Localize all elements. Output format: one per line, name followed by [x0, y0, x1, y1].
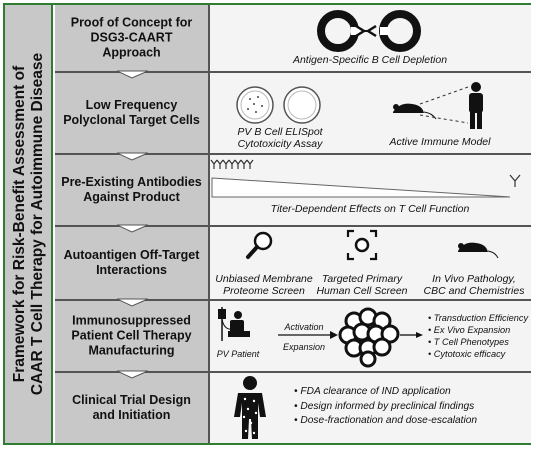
row-proof-of-concept: Proof of Concept for DSG3-CAART Approach…: [55, 5, 531, 71]
list-item: • FDA clearance of IND application: [294, 386, 451, 397]
separator: [55, 299, 531, 301]
list-item: • Design informed by preclinical finding…: [294, 400, 475, 412]
list-item: • Transduction Efficiency: [428, 313, 529, 323]
side-title-line-1: Framework for Risk-Benefit Assessment of: [11, 65, 28, 383]
caption-elispot: PV B Cell ELISpot: [237, 126, 323, 138]
caption-pv-patient: PV Patient: [216, 349, 260, 359]
side-title-line-2: CAAR T Cell Therapy for Autoimmune Disea…: [29, 52, 46, 396]
caption-cytotoxicity: Cytotoxicity Assay: [237, 138, 323, 150]
row-pre-existing-antibodies: Pre-Existing Antibodies Against Product …: [55, 155, 531, 225]
clinical-trial-list: • FDA clearance of IND application • Des…: [294, 385, 530, 429]
patient-figure-icon: [234, 376, 266, 439]
list-item: • Dose-fractionation and dose-escalation: [294, 415, 478, 426]
manufacturing-outcomes-list: • Transduction Efficiency • Ex Vivo Expa…: [428, 312, 532, 360]
t-cell-cluster-icon: [338, 307, 400, 368]
caption-in-vivo: In Vivo Pathology, CBC and Chemistries: [423, 273, 525, 297]
row-title: Autoantigen Off-Target Interactions: [63, 248, 200, 277]
side-title: Framework for Risk-Benefit Assessment of…: [11, 14, 47, 434]
row-off-target: Autoantigen Off-Target Interactions Unbi…: [55, 227, 531, 299]
patient-iv-icon: [218, 307, 250, 341]
separator: [55, 153, 531, 155]
row-title: Pre-Existing Antibodies Against Product: [61, 175, 202, 204]
process-arrows: [278, 331, 423, 339]
list-item: • Ex Vivo Expansion: [428, 325, 511, 335]
row-title: Clinical Trial Design and Initiation: [72, 393, 191, 422]
side-title-panel: [5, 5, 53, 443]
separator: [55, 71, 531, 73]
caption-titer-effects: Titer-Dependent Effects on T Cell Functi…: [270, 203, 470, 215]
caption-antigen-depletion: Antigen-Specific B Cell Depletion: [292, 54, 448, 66]
row-manufacturing: Immunosuppressed Patient Cell Therapy Ma…: [55, 301, 531, 371]
label-expansion: Expansion: [282, 342, 326, 352]
chevron-markers: [116, 70, 149, 379]
magnifier-icon: [246, 231, 273, 259]
row-clinical-trial: Clinical Trial Design and Initiation • F…: [55, 373, 531, 443]
caption-active-immune-model: Active Immune Model: [389, 136, 491, 148]
car-receptor-icon: [317, 10, 421, 52]
row-low-frequency: Low Frequency Polyclonal Target Cells PV…: [55, 73, 531, 153]
row-title: Proof of Concept for DSG3-CAART Approach: [70, 15, 193, 60]
row-title: Immunosuppressed Patient Cell Therapy Ma…: [71, 313, 192, 358]
separator: [55, 225, 531, 227]
row-title: Low Frequency Polyclonal Target Cells: [63, 98, 200, 127]
caption-membrane-proteome: Unbiased Membrane Proteome Screen: [215, 273, 313, 297]
label-activation: Activation: [284, 322, 324, 332]
mouse-human-icon: [393, 82, 483, 129]
mouse-icon: [458, 242, 499, 259]
elispot-wells-icon: [236, 86, 321, 124]
separator: [55, 371, 531, 373]
antibody-titer-wedge: [210, 159, 521, 198]
list-item: • T Cell Phenotypes: [428, 337, 509, 347]
list-item: • Cytotoxic efficacy: [428, 349, 506, 359]
target-crosshair-icon: [346, 229, 378, 261]
caption-targeted-screen: Targeted Primary Human Cell Screen: [316, 273, 408, 297]
